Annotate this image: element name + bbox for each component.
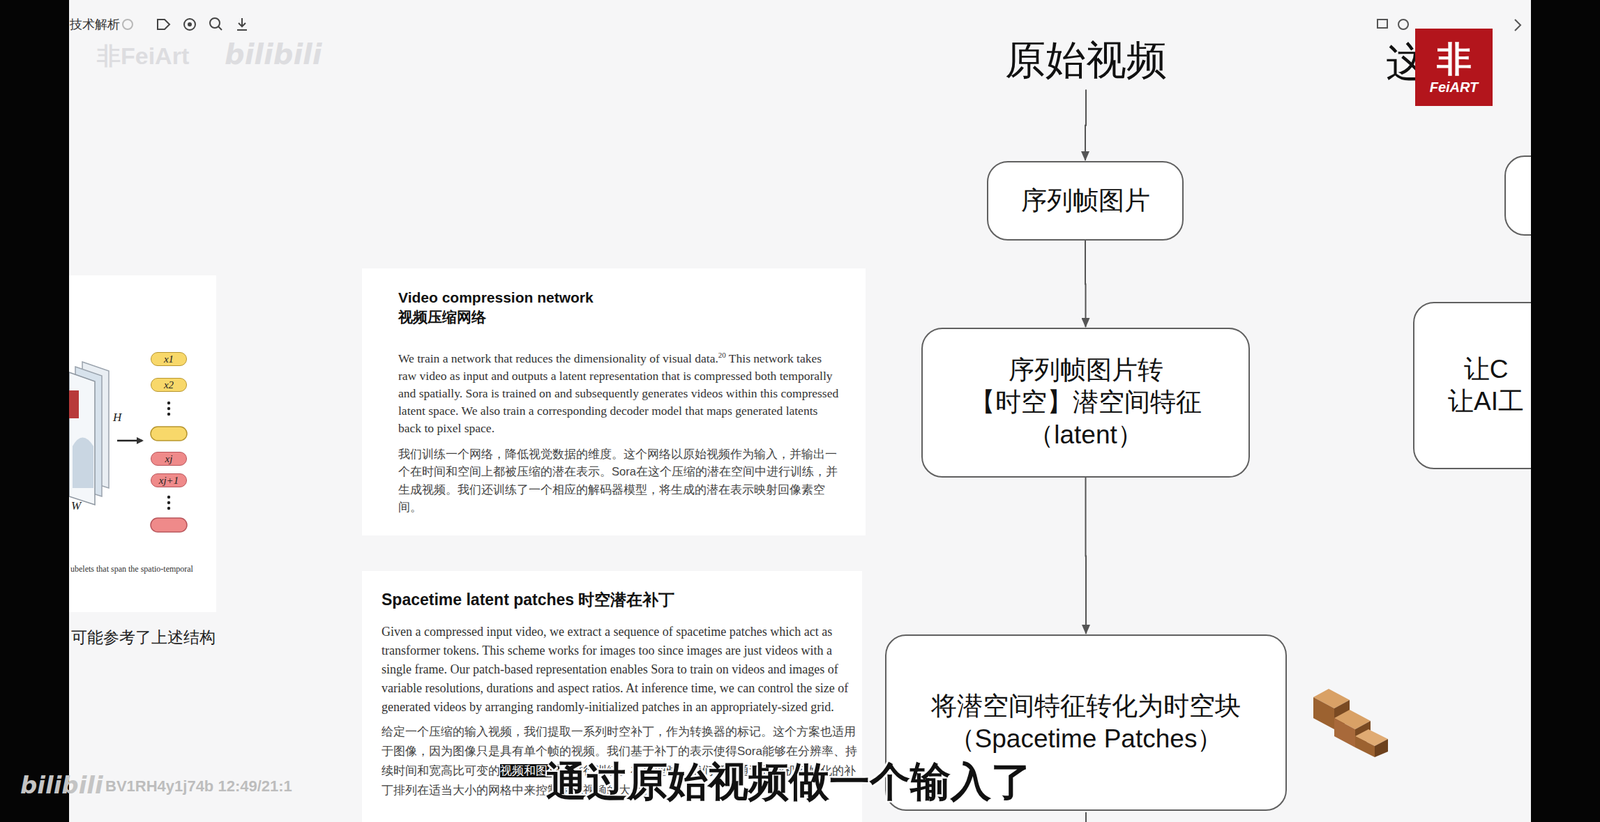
token-pill: x1 bbox=[150, 352, 187, 367]
video-letterbox bbox=[1530, 0, 1600, 822]
axis-label: H bbox=[112, 410, 122, 425]
token-pill: xj+1 bbox=[150, 473, 187, 488]
card-heading: Video compression network视频压缩网络 bbox=[398, 288, 840, 328]
card-heading: Spacetime latent patches 时空潜在补丁 bbox=[381, 589, 858, 611]
flow-arrow bbox=[1085, 89, 1086, 162]
paragraph: Given a compressed input video, we extra… bbox=[381, 622, 858, 718]
node-text: x1 bbox=[163, 352, 174, 366]
flow-arrow bbox=[1085, 477, 1088, 635]
paragraph-text: We train a network that reduces the dime… bbox=[398, 351, 719, 366]
paragraph-text: Given a compressed input video, we extra… bbox=[381, 624, 849, 715]
doc-title: 技术解析 bbox=[69, 16, 120, 33]
logo-text: FeiART bbox=[1429, 78, 1479, 96]
flow-heading: 原始视频 bbox=[1005, 34, 1167, 86]
token-pill: xj bbox=[150, 451, 187, 466]
note: 可能参考了上述结构 bbox=[71, 627, 216, 648]
watermark: bilibili bbox=[224, 39, 323, 70]
video-letterbox bbox=[0, 0, 70, 822]
axis-label: W bbox=[71, 499, 81, 514]
video-subtitle: 通过原始视频做一个输入了 bbox=[546, 758, 1032, 805]
node-text: xj+1 bbox=[159, 474, 179, 487]
node-text: 序列帧图片 bbox=[1021, 184, 1151, 217]
paragraph: 我们训练一个网络，降低视觉数据的维度。这个网络以原始视频作为输入，并输出一个在时… bbox=[398, 445, 840, 517]
node-text: 让C 让AI工 bbox=[1442, 353, 1530, 419]
player-watermark: bilibili bbox=[20, 771, 104, 800]
section-heading: Spacetime latent patches 时空潜在补丁 bbox=[381, 589, 858, 611]
paragraph-text: 我们训练一个网络，降低视觉数据的维度。这个网络以原始视频作为输入，并输出一个在时… bbox=[398, 447, 838, 515]
channel-logo: 非FeiART bbox=[1415, 28, 1493, 107]
node-text: x2 bbox=[163, 378, 174, 392]
process-box: 序列帧图片 bbox=[986, 161, 1184, 241]
process-box: 序列帧图片转 【时空】潜空间特征 （latent） bbox=[921, 327, 1250, 478]
node-text: 序列帧图片转 【时空】潜空间特征 （latent） bbox=[960, 354, 1212, 452]
figure-caption: ubelets that span the spatio-temporal bbox=[70, 563, 194, 575]
node-text: xj bbox=[165, 452, 173, 466]
watermark: 非FeiArt bbox=[96, 41, 190, 70]
player-timestamp: BV1RH4y1j74b 12:49/21:1 bbox=[105, 776, 293, 797]
flow-arrow bbox=[1084, 240, 1087, 328]
node-text: 将潜空间特征转化为时空块 （Spacetime Patches） bbox=[904, 690, 1268, 756]
node-text: 原始视频 bbox=[1005, 34, 1167, 86]
section-heading: Video compression network bbox=[398, 288, 840, 308]
paragraph: We train a network that reduces the dime… bbox=[398, 346, 840, 438]
token-pill: x2 bbox=[150, 378, 187, 392]
footnote-number: 20 bbox=[718, 350, 727, 360]
doc-card: Video compression network视频压缩网络 We train… bbox=[361, 268, 866, 536]
logo-text: 非 bbox=[1436, 39, 1472, 79]
section-heading: 视频压缩网络 bbox=[398, 307, 840, 328]
